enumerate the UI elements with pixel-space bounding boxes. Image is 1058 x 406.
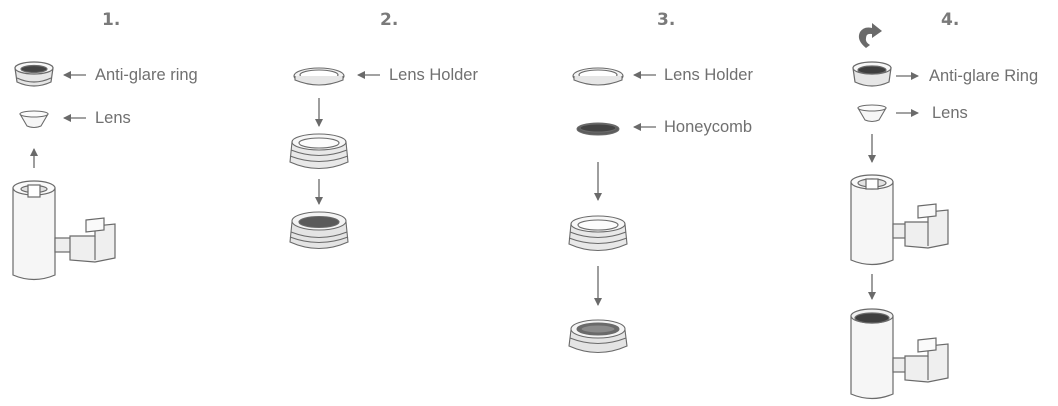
label-lens-holder: Lens Holder bbox=[664, 66, 753, 84]
lens-part bbox=[857, 104, 887, 123]
anti-glare-ring-part bbox=[14, 61, 54, 87]
ring-assembled-part bbox=[568, 215, 628, 252]
step-number-2: 2. bbox=[380, 10, 399, 30]
ring-assembled-part bbox=[289, 133, 349, 170]
anti-glare-ring-part bbox=[852, 61, 892, 87]
label-lens: Lens bbox=[932, 104, 968, 122]
label-anti-glare-ring: Anti-glare ring bbox=[95, 66, 198, 84]
lens-holder-part bbox=[572, 67, 624, 86]
label-lens: Lens bbox=[95, 109, 131, 127]
lens-holder-part bbox=[293, 67, 345, 86]
step-number-3: 3. bbox=[657, 10, 676, 30]
label-lens-holder: Lens Holder bbox=[389, 66, 478, 84]
step-2-group bbox=[289, 67, 380, 250]
step-4-group bbox=[850, 23, 949, 400]
track-light-body bbox=[12, 180, 116, 281]
label-honeycomb: Honeycomb bbox=[664, 118, 753, 136]
track-light-body bbox=[850, 174, 949, 266]
ring-with-holder-part bbox=[289, 211, 349, 250]
lens-part bbox=[19, 110, 49, 129]
track-light-assembled bbox=[850, 308, 949, 400]
ring-with-honeycomb-part bbox=[568, 319, 628, 354]
honeycomb-part bbox=[576, 122, 620, 136]
step-number-4: 4. bbox=[941, 10, 960, 30]
step-1-group bbox=[12, 61, 116, 281]
step-3-group bbox=[568, 67, 656, 354]
rotate-arrow-icon bbox=[858, 23, 882, 48]
step-number-1: 1. bbox=[102, 10, 121, 30]
label-anti-glare-ring: Anti-glare Ring bbox=[929, 67, 1039, 85]
